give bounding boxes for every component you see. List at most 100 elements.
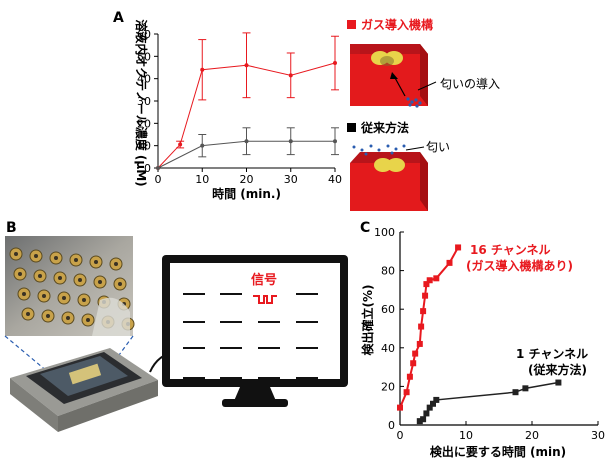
chart-c-point-1: [420, 416, 427, 423]
chart-c-ytick-label: 40: [381, 342, 395, 355]
chart-c-xtick-label: 0: [397, 429, 404, 442]
sensor-chip-center: [98, 280, 102, 284]
odor-intro-arrowhead: [390, 72, 398, 79]
zoom-line-left: [4, 335, 49, 373]
sensor-chip-center: [22, 292, 26, 296]
chart-c-point-0: [446, 259, 453, 266]
sensor-chip-center: [58, 276, 62, 280]
chart-c-point-0: [423, 281, 430, 288]
chart-c-red-label-1: 16 チャンネル: [470, 243, 551, 257]
chart-c-red-label-2: (ガス導入機構あり): [466, 258, 573, 273]
chart-c-point-1: [416, 418, 423, 425]
chart-a-ytick-label: 10: [137, 140, 151, 153]
chart-c-xtick-label: 10: [459, 429, 473, 442]
chart-c-ytick-label: 100: [374, 226, 395, 239]
chart-c-point-0: [397, 404, 403, 411]
chart-a-ytick-label: 50: [137, 50, 151, 63]
chart-c-point-1: [555, 379, 562, 386]
chart-a-ytick-label: 60: [137, 28, 151, 41]
sensor-chip-center: [14, 252, 18, 256]
sensor-chip-center: [94, 260, 98, 264]
chart-c-point-0: [412, 350, 419, 357]
chart-c-black-label-1: 1 チャンネル: [516, 347, 588, 361]
chart-a-point-1: [200, 143, 205, 148]
gas-intro-cube-illustration: [350, 44, 428, 106]
sensor-chip-center: [62, 296, 66, 300]
chart-c-point-0: [416, 340, 423, 347]
odor-intro-label: 匂いの導入: [440, 77, 500, 91]
chart-c-point-1: [522, 385, 529, 392]
signal-pulse: [253, 295, 277, 304]
chart-a-xtick-label: 20: [240, 173, 254, 186]
sensor-chip-center: [118, 282, 122, 286]
chart-a-xtick-label: 40: [328, 173, 342, 186]
chart-a-point-0: [244, 63, 249, 68]
chart-c-point-1: [512, 389, 519, 396]
chart-c-xlabel: 検出に要する時間 (min): [430, 444, 566, 459]
odor-intro-leader: [417, 81, 437, 91]
chart-c-point-0: [403, 389, 410, 396]
chart-c-series-line-1: [419, 381, 559, 422]
sensor-chip-center: [82, 298, 86, 302]
panel-b-letter: B: [6, 220, 17, 236]
chart-a-series-line-0: [157, 62, 336, 169]
chart-c-point-0: [433, 275, 440, 282]
chart-a-ytick-label: 40: [137, 73, 151, 86]
panel-c-letter: C: [360, 220, 370, 236]
panel-a-letter: A: [113, 10, 124, 26]
legend-a-gas-label: ガス導入機構: [361, 17, 433, 32]
sensor-chip-center: [34, 254, 38, 258]
odor-particles-2: [352, 144, 406, 156]
sensor-chip-center: [54, 256, 58, 260]
chart-c-point-0: [406, 373, 413, 380]
chart-a-ytick-label: 0: [144, 162, 151, 175]
chart-a-xtick-label: 30: [284, 173, 298, 186]
sensor-chip-center: [18, 272, 22, 276]
chart-c-point-0: [420, 308, 427, 315]
signal-label: 信号: [251, 272, 277, 288]
chart-a-ytick-label: 20: [137, 117, 151, 130]
chart-a-point-1: [244, 139, 249, 144]
chart-a-point-0: [178, 142, 183, 147]
signal-traces: [183, 293, 318, 379]
sensor-chip-center: [78, 278, 82, 282]
chart-c-point-0: [455, 244, 462, 251]
chart-c-ytick-label: 80: [381, 265, 395, 278]
sensor-chip-center: [26, 312, 30, 316]
chart-c-xtick-label: 20: [525, 429, 539, 442]
conventional-cube-illustration: [350, 152, 428, 211]
chart-a-xtick-label: 10: [195, 173, 209, 186]
sensor-chip-center: [74, 258, 78, 262]
legend-a-gas-swatch: [347, 20, 356, 29]
chart-c-ytick-label: 0: [388, 419, 395, 432]
sensor-chip-center: [42, 294, 46, 298]
sensor-device: [10, 348, 158, 432]
chart-a-point-0: [200, 67, 205, 72]
chart-c-black-label-2: (従来方法): [528, 362, 587, 377]
chart-c-point-0: [418, 323, 425, 330]
chart-a-point-1: [333, 139, 337, 144]
chart-c-point-1: [426, 404, 433, 411]
chart-a-point-0: [333, 61, 337, 66]
sensor-chip-center: [46, 314, 50, 318]
legend-a-conv-swatch: [347, 123, 356, 132]
chart-c-ytick-label: 60: [381, 303, 395, 316]
chart-c-xtick-label: 30: [591, 429, 605, 442]
chart-a-xtick-label: 0: [155, 173, 162, 186]
chart-c-point-1: [433, 396, 440, 403]
chart-c-ylabel: 検出確立(%): [360, 285, 375, 356]
chart-c-point-1: [430, 400, 436, 407]
sensor-chip-center: [114, 262, 118, 266]
chart-a-point-1: [156, 166, 160, 170]
odor-particles-1: [406, 97, 422, 108]
chart-c-point-1: [423, 410, 430, 417]
chart-c-point-0: [410, 360, 417, 367]
chart-a-ytick-label: 30: [137, 95, 151, 108]
legend-a-conv-label: 従来方法: [360, 120, 409, 135]
odor-label: 匂い: [426, 140, 450, 154]
chart-c-point-0: [426, 277, 433, 284]
chart-a-point-0: [288, 73, 293, 78]
sensor-chip-center: [86, 318, 90, 322]
